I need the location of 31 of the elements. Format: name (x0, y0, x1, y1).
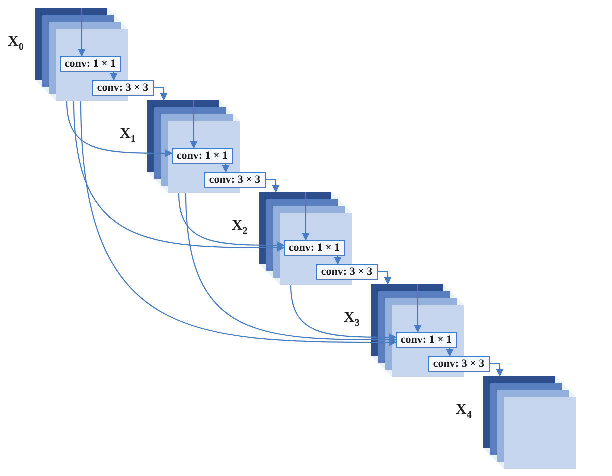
feature-map-label: X$_{0}$ (8, 34, 24, 53)
feature-map-label: X$_{1}$ (120, 126, 136, 145)
arrow (490, 363, 504, 377)
conv-layer-box: conv: 1 × 1 (284, 240, 345, 256)
arrow (266, 179, 280, 193)
conv-layer-box: conv: 3 × 3 (316, 264, 378, 280)
arrow (302, 192, 310, 241)
arrow (378, 271, 392, 285)
arrow (414, 284, 422, 333)
arrow (110, 72, 118, 81)
arrow (334, 256, 342, 265)
arrow (185, 192, 397, 344)
arrow (73, 100, 285, 252)
conv-layer-box: conv: 3 × 3 (92, 80, 154, 96)
conv-layer-box: conv: 3 × 3 (428, 356, 490, 372)
conv-layer-box: conv: 1 × 1 (396, 332, 457, 348)
arrow (66, 100, 173, 158)
arrow (178, 192, 285, 250)
arrow (190, 100, 198, 149)
arrow (446, 348, 454, 357)
arrow (222, 164, 230, 173)
arrow (78, 8, 86, 57)
conv-layer-box: conv: 1 × 1 (172, 148, 233, 164)
arrow (290, 284, 397, 342)
feature-map-label: X$_{4}$ (456, 402, 472, 421)
conv-layer-box: conv: 3 × 3 (204, 172, 266, 188)
feature-map-label: X$_{2}$ (232, 218, 248, 237)
arrow (80, 100, 397, 346)
arrow (154, 87, 168, 101)
conv-layer-box: conv: 1 × 1 (60, 56, 121, 72)
feature-map-label: X$_{3}$ (344, 310, 360, 329)
